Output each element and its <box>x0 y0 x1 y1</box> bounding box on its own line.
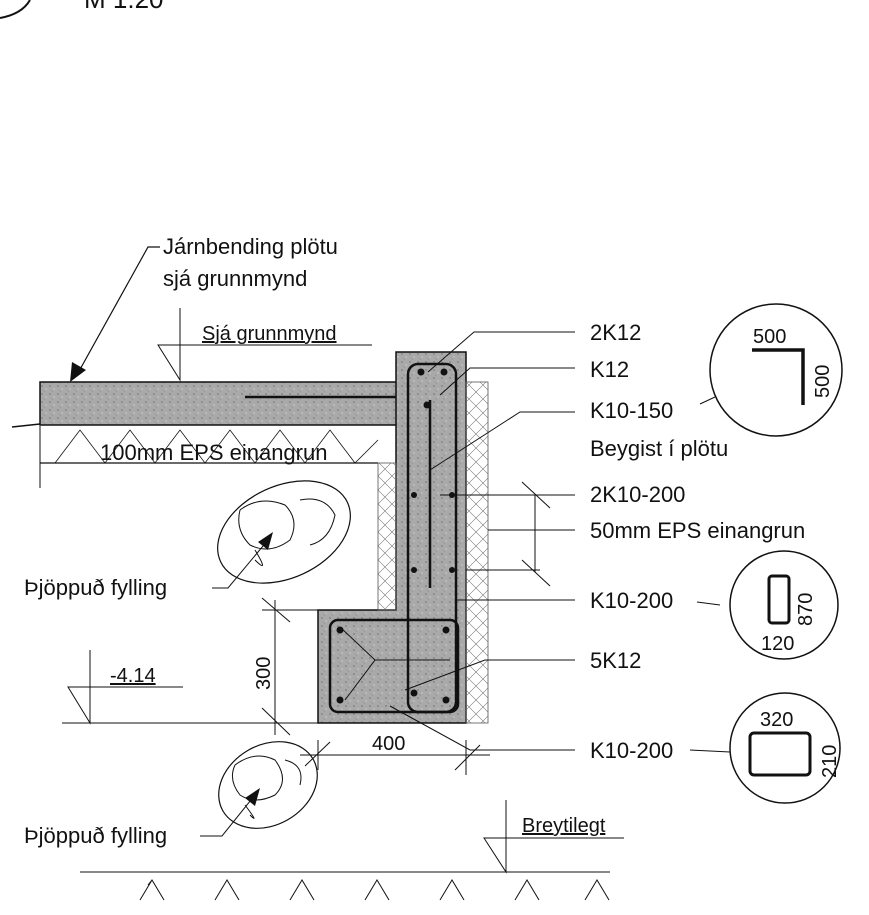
compacted-fill-lower: Þjöppuð fylling <box>24 741 318 848</box>
label-k10-200-footing: K10-200 <box>590 738 673 763</box>
shape-footing-b: 210 <box>819 745 841 778</box>
slab-eps-text: 100mm EPS einangrun <box>100 440 327 465</box>
bar-shape-wall-stirrup: 870 120 <box>729 550 839 660</box>
reinforcement <box>328 362 460 714</box>
label-k10-150: K10-150 <box>590 398 673 423</box>
shape-footing-a: 320 <box>760 709 793 731</box>
compacted-fill-upper: Þjöppuð fylling <box>24 480 351 600</box>
slab-reinf-line1: Járnbending plötu <box>163 234 338 259</box>
level-bottom-text: Breytilegt <box>522 815 606 837</box>
scale-text: M 1:20 <box>84 0 164 14</box>
shape-l-b: 500 <box>812 365 834 398</box>
footing-stirrup <box>328 618 460 714</box>
level-top-text: Sjá grunnmynd <box>202 323 337 345</box>
rebar-labels: 2K12 K12 K10-150 Beygist í plötu 2K10-20… <box>590 320 805 763</box>
level-marker-bottom: Breytilegt <box>483 800 624 874</box>
fill-lower-text: Þjöppuð fylling <box>24 823 167 848</box>
level-floor-text: -4.14 <box>110 665 156 687</box>
slab-eps-insulation <box>39 426 379 488</box>
bar-shape-l: 500 500 <box>709 303 843 437</box>
footing-hatch-lines <box>339 626 450 701</box>
wall-eps-insulation-inner <box>377 462 397 611</box>
level-marker-top: Sjá grunnmynd <box>157 308 372 382</box>
label-5k12: 5K12 <box>590 648 641 673</box>
level-marker-floor: -4.14 <box>62 650 318 725</box>
callout-leaders <box>389 331 731 753</box>
shape-l-a: 500 <box>753 326 786 348</box>
ground-line <box>80 871 610 901</box>
dimension-width <box>300 740 490 775</box>
label-bend-into-slab: Beygist í plötu <box>590 436 728 461</box>
label-k10-200-wall: K10-200 <box>590 588 673 613</box>
shape-wall-a: 870 <box>795 593 817 626</box>
wall-eps-insulation-outer <box>465 381 489 724</box>
dimension-height-text: 300 <box>253 657 275 690</box>
label-2k10-200: 2K10-200 <box>590 482 685 507</box>
slab-reinf-callout: Járnbending plötu sjá grunnmynd <box>70 234 338 382</box>
slab-reinf-line2: sjá grunnmynd <box>163 266 307 291</box>
floor-slab <box>11 381 430 428</box>
fill-upper-text: Þjöppuð fylling <box>24 575 167 600</box>
label-2k12: 2K12 <box>590 320 641 345</box>
dimension-width-text: 400 <box>372 733 405 755</box>
label-k12: K12 <box>590 357 629 382</box>
detail-marker-circle <box>0 0 31 19</box>
dimension-height <box>261 597 318 736</box>
insulation-dim <box>466 481 551 587</box>
label-wall-eps: 50mm EPS einangrun <box>590 518 805 543</box>
bar-shape-footing-stirrup: 320 210 <box>729 692 841 804</box>
shape-wall-b: 120 <box>761 633 794 655</box>
